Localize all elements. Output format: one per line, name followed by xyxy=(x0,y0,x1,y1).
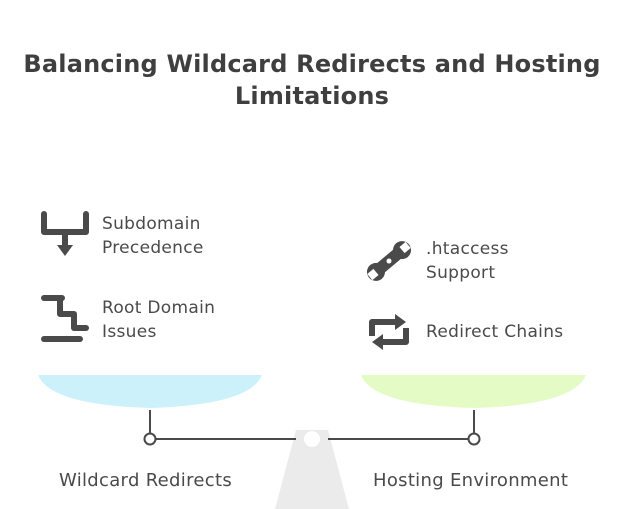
label-line-2: Support xyxy=(426,263,496,283)
left-item-root-domain-issues: Root Domain Issues xyxy=(40,294,215,346)
right-item-label: .htaccess Support xyxy=(426,237,509,285)
center-pivot xyxy=(304,431,320,447)
left-item-label: Root Domain Issues xyxy=(102,296,215,344)
left-pivot xyxy=(143,432,157,446)
split-arrow-down-icon xyxy=(40,210,90,262)
step-path-icon xyxy=(40,294,90,346)
label-line-1: .htaccess xyxy=(426,239,509,259)
label-line-2: Issues xyxy=(102,322,157,342)
label-line-1: Root Domain xyxy=(102,298,216,318)
left-item-label: Subdomain Precedence xyxy=(102,212,204,260)
right-item-label: Redirect Chains xyxy=(426,320,563,344)
page-title: Balancing Wildcard Redirects and Hosting… xyxy=(0,48,624,112)
left-side-label: Wildcard Redirects xyxy=(59,470,232,491)
right-item-redirect-chains: Redirect Chains xyxy=(364,306,563,358)
right-item-htaccess-support: .htaccess Support xyxy=(364,235,509,287)
loop-arrows-icon xyxy=(364,306,414,358)
label-line-1: Redirect Chains xyxy=(426,322,564,342)
title-line-2: Limitations xyxy=(234,82,390,110)
title-line-1: Balancing Wildcard Redirects and Hosting xyxy=(23,50,601,78)
right-pan xyxy=(361,375,586,408)
label-line-2: Precedence xyxy=(102,238,204,258)
wrench-icon xyxy=(364,235,414,287)
right-pivot xyxy=(467,432,481,446)
label-line-1: Subdomain xyxy=(102,214,201,234)
left-pan xyxy=(38,375,262,408)
left-item-subdomain-precedence: Subdomain Precedence xyxy=(40,210,204,262)
fulcrum xyxy=(275,430,349,509)
right-side-label: Hosting Environment xyxy=(373,470,569,491)
